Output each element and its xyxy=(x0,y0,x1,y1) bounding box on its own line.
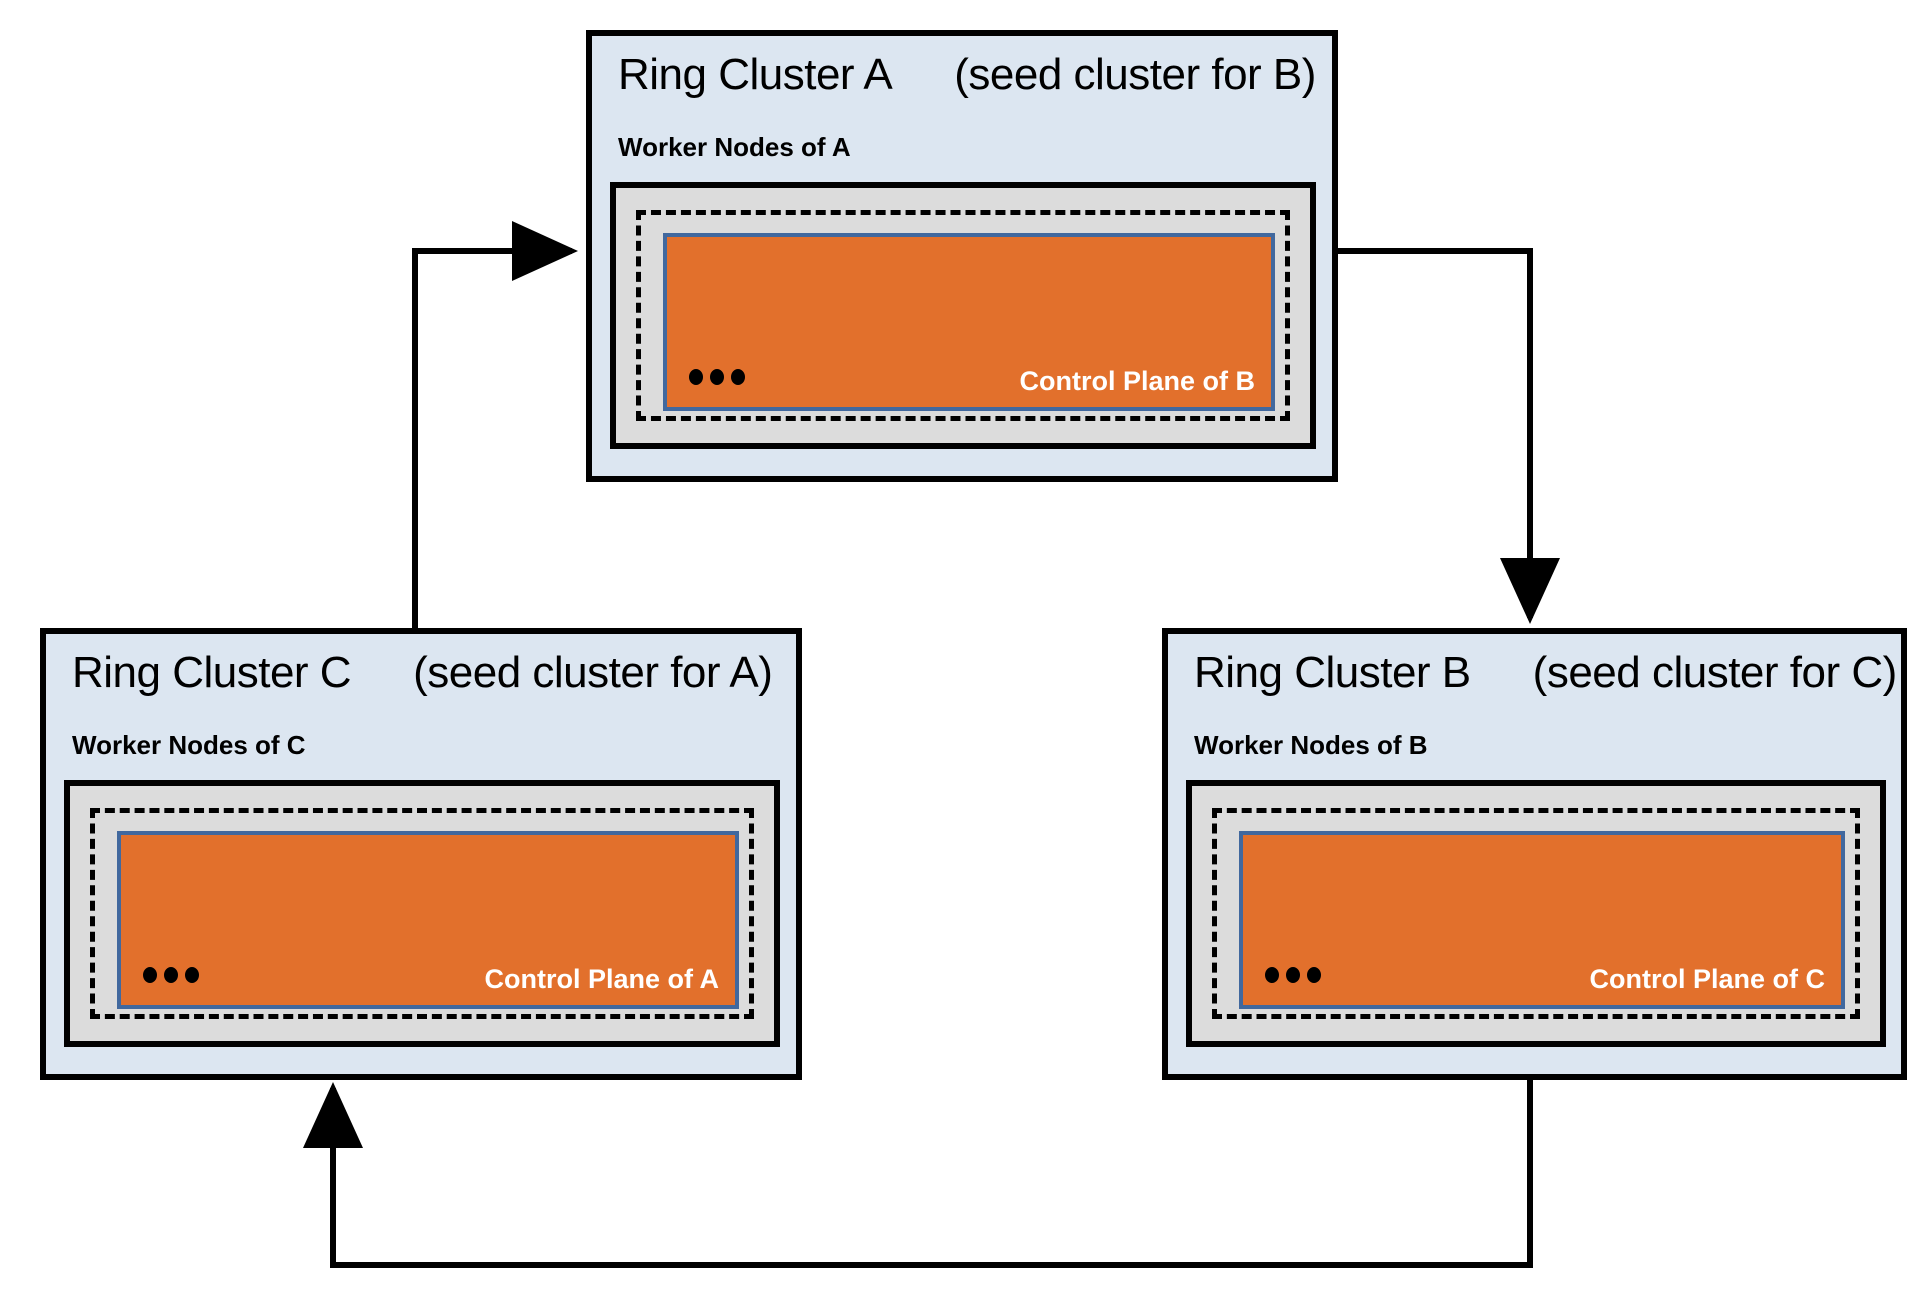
cluster-a-worker-box: Control Plane of B xyxy=(610,182,1316,449)
cluster-b-seed-note: (seed cluster for C) xyxy=(1532,648,1898,697)
cluster-c-seed-note: (seed cluster for A) xyxy=(413,648,773,697)
cluster-a[interactable]: Ring Cluster A (seed cluster for B) Worke… xyxy=(586,30,1338,482)
cluster-c-control-plane[interactable]: Control Plane of A xyxy=(117,831,739,1009)
cluster-a-title: Ring Cluster A (seed cluster for B) xyxy=(618,50,1316,100)
cluster-a-dashed-frame xyxy=(636,210,1290,421)
cluster-b-worker-box: Control Plane of C xyxy=(1186,780,1886,1047)
cluster-a-seed-note: (seed cluster for B) xyxy=(954,50,1316,99)
connector-c-to-a xyxy=(412,221,578,640)
cluster-c-worker-label: Worker Nodes of C xyxy=(72,730,306,760)
cluster-c[interactable]: Ring Cluster C (seed cluster for A) Worke… xyxy=(40,628,802,1080)
cluster-b-title: Ring Cluster B (seed cluster for C) xyxy=(1194,648,1897,698)
cluster-c-worker-box: Control Plane of A xyxy=(64,780,780,1047)
cluster-a-worker-label: Worker Nodes of A xyxy=(618,132,851,162)
cluster-c-title-text: Ring Cluster C xyxy=(72,648,352,697)
cluster-b-worker-label: Worker Nodes of B xyxy=(1194,730,1428,760)
cluster-c-control-plane-label: Control Plane of A xyxy=(484,964,720,994)
cluster-c-dashed-frame xyxy=(90,808,754,1019)
cluster-a-control-plane[interactable]: Control Plane of B xyxy=(663,233,1275,411)
cluster-b-ellipsis-dots xyxy=(1265,967,1321,983)
connector-a-to-b xyxy=(1338,248,1560,624)
cluster-a-control-plane-label: Control Plane of B xyxy=(1019,366,1256,396)
cluster-a-ellipsis-dots xyxy=(689,369,745,385)
cluster-b-title-text: Ring Cluster B xyxy=(1194,648,1471,697)
cluster-b-control-plane-label: Control Plane of C xyxy=(1589,964,1826,994)
cluster-a-title-text: Ring Cluster A xyxy=(618,50,893,99)
cluster-b-control-plane[interactable]: Control Plane of C xyxy=(1239,831,1845,1009)
connector-b-to-c xyxy=(303,1080,1533,1268)
cluster-c-title: Ring Cluster C (seed cluster for A) xyxy=(72,648,773,698)
cluster-c-ellipsis-dots xyxy=(143,967,199,983)
cluster-b[interactable]: Ring Cluster B (seed cluster for C) Worke… xyxy=(1162,628,1907,1080)
cluster-b-dashed-frame xyxy=(1212,808,1860,1019)
